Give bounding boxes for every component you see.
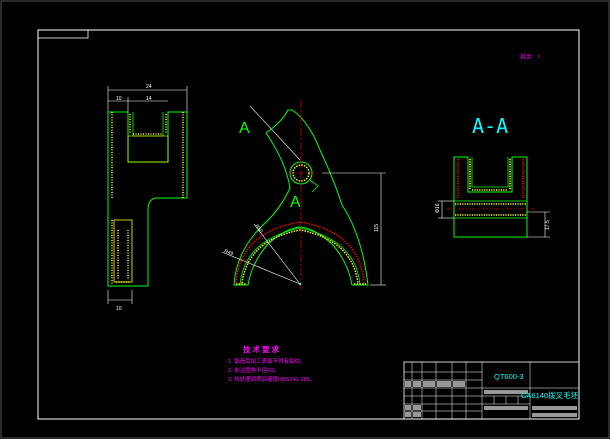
section-view: A-A Φ16 17.5 xyxy=(435,114,551,238)
surface-roughness-note: 其余 √ xyxy=(520,53,541,61)
dim-base-width: 10 xyxy=(116,306,122,312)
dim-radius-inner: R49 xyxy=(223,248,234,257)
title-material: QT600-3 xyxy=(494,372,524,381)
cut-label-bottom: A xyxy=(290,194,301,211)
tech-item-2: 2. 未注圆角半径R3。 xyxy=(228,366,280,374)
frame-code-box xyxy=(37,29,89,39)
title-part-name: CA6140拨叉毛坯 xyxy=(521,390,579,400)
tech-requirements: 技术要求 1. 锻造后加工表面不得有裂纹。 2. 未注圆角半径R3。 3. 热处… xyxy=(228,344,315,383)
side-view: 24 10 14 10 xyxy=(107,84,188,312)
tech-item-1: 1. 锻造后加工表面不得有裂纹。 xyxy=(228,357,306,365)
dim-height-main: 115 xyxy=(374,224,380,232)
title-block: QT600-3 CA6140拨叉毛坯 xyxy=(403,361,580,420)
front-view: A A 115 R50 R49 xyxy=(221,100,386,290)
roughness-symbol: √ xyxy=(537,53,541,60)
section-label: A-A xyxy=(472,114,508,138)
dim-width-total: 24 xyxy=(146,84,152,90)
dim-width-inner: 10 xyxy=(116,96,122,102)
tech-item-3: 3. 热处理调质后硬度HBS241-285。 xyxy=(228,375,315,383)
dim-section-height: Φ16 xyxy=(435,203,441,213)
dim-section-width: 17.5 xyxy=(545,220,551,230)
dim-radius-outer: R50 xyxy=(253,224,264,235)
surface-note-text: 其余 xyxy=(520,53,532,61)
dim-width-slot: 14 xyxy=(146,96,152,102)
cut-label-top: A xyxy=(239,120,250,137)
drawing-frame xyxy=(37,29,580,420)
tech-title: 技术要求 xyxy=(243,344,281,354)
